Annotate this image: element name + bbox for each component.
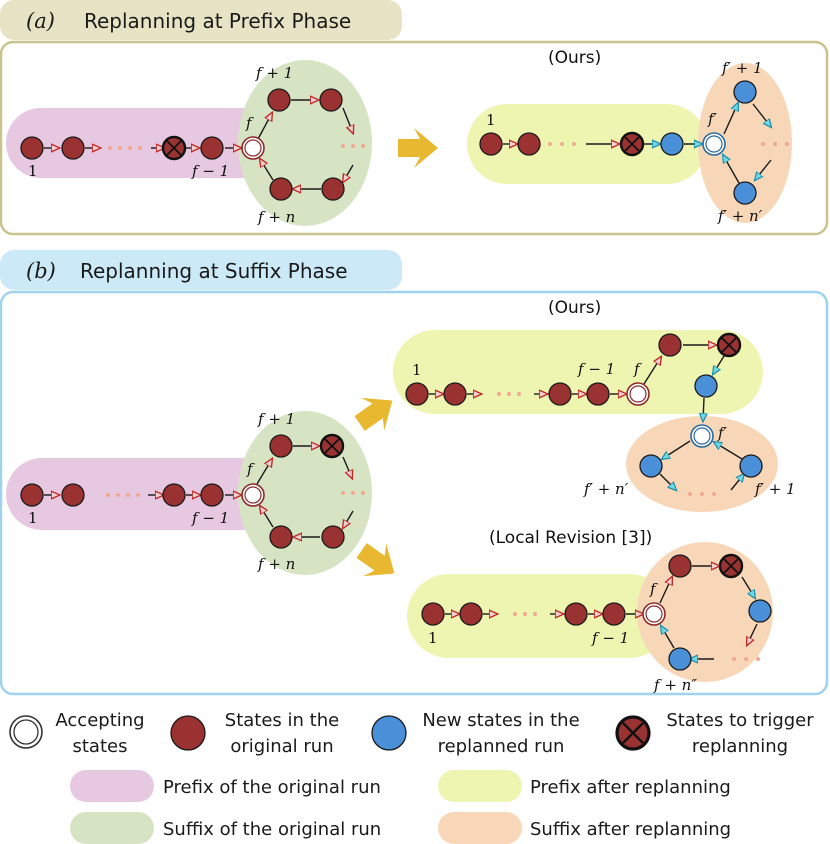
accepting-state-a [241,136,265,160]
b-local-f: f [649,580,658,598]
legend-trigger-l1: States to trigger [666,710,814,731]
a-orig-f-minus-1: f − 1 [191,162,229,180]
b-local-label: (Local Revision [3]) [489,528,652,548]
legend-original-l1: States in the [225,710,339,731]
a-orig-f-plus-n: f + n [257,208,295,226]
a-ours-label: (Ours) [548,48,601,68]
b-ours-start: 1 [412,361,422,379]
replan-arrow-b-up [348,384,404,440]
panel-b-tag-bg [0,250,402,290]
panel-b-title: Replanning at Suffix Phase [80,259,348,283]
panel-a-title: Replanning at Prefix Phase [84,9,351,33]
b-orig-start: 1 [28,509,38,527]
b-orig-f: f [246,460,255,478]
b-orig-f-plus-n: f + n [257,555,295,573]
accepting-state-b [241,483,265,507]
panel-b-frame [0,290,829,696]
accepting-state-b2 [626,382,650,406]
a-orig-start: 1 [28,162,38,180]
legend-trigger-state: States to trigger replanning [615,710,814,757]
legend: Accepting states States in the original … [9,710,814,844]
legend-original-state: States in the original run [170,710,339,757]
panel-a-tag-bg [0,0,402,40]
legend-suffix-after: Suffix after replanning [530,819,731,840]
b-orig-f-plus-1: f + 1 [257,410,295,428]
suffix-after-region [698,63,792,223]
b-ours-f-prime-plus-1: f′ + 1 [754,480,796,498]
b-ours-label: (Ours) [548,298,601,318]
b-prefix-original-region [6,458,282,530]
legend-prefix-original: Prefix of the original run [163,777,381,798]
accepting-state-a2 [702,132,726,156]
a-orig-f: f [245,114,254,132]
legend-new-state: New states in the replanned run [371,710,580,757]
b-ours-f-prime: f′ [717,424,728,442]
accepting-state-b4 [642,602,666,626]
trigger-state-b [319,433,345,459]
trigger-state-a [161,135,187,161]
legend-suffix-original-swatch [70,812,154,844]
b-ours-f-prime-plus-n: f′ + n′ [583,480,629,498]
b-ours-f: f [633,360,642,378]
trigger-state-a2 [619,131,645,157]
panel-b-tag: (b) [26,259,56,283]
legend-prefix-after: Prefix after replanning [530,777,731,798]
legend-prefix-original-swatch [70,770,154,802]
a-rep-f-prime: f′ [707,110,718,128]
b-local-f-plus-n2: f + n″ [653,676,697,694]
b-orig-f-minus-1: f − 1 [191,509,229,527]
trigger-state-b3 [718,553,744,579]
a-orig-f-plus-1: f + 1 [255,64,293,82]
legend-trigger-l2: replanning [692,736,788,757]
b-local-start: 1 [428,629,438,647]
panel-b: (b) Replanning at Suffix Phase [0,250,829,696]
legend-accepting: Accepting states [9,710,145,757]
legend-suffix-after-swatch [438,812,522,844]
a-rep-f-prime-plus-1: f′ + 1 [721,59,763,77]
panel-a-tag: (a) [26,9,55,33]
prefix-original-region [6,108,282,178]
legend-accepting-l1: Accepting [55,710,144,731]
trigger-state-b2 [716,332,742,358]
a-rep-f-prime-plus-n: f′ + n′ [717,207,763,225]
panel-a-frame [0,40,829,236]
a-rep-start: 1 [486,111,496,129]
b-ours-suffix-region [626,416,778,512]
legend-new-l2: replanned run [438,736,565,757]
legend-suffix-original: Suffix of the original run [163,819,381,840]
replan-arrow-a [398,128,438,168]
b-local-f-minus-1: f − 1 [591,629,629,647]
legend-accepting-l2: states [73,736,128,757]
b-local-prefix-region [407,574,671,658]
legend-prefix-after-swatch [438,770,522,802]
legend-original-l2: original run [230,736,333,757]
b-ours-f-minus-1: f − 1 [577,360,615,378]
replan-arrow-b-down [350,534,406,590]
legend-new-l1: New states in the [422,710,579,731]
accepting-state-b3 [690,424,714,448]
panel-a: (a) Replanning at Prefix Phase [0,0,829,236]
